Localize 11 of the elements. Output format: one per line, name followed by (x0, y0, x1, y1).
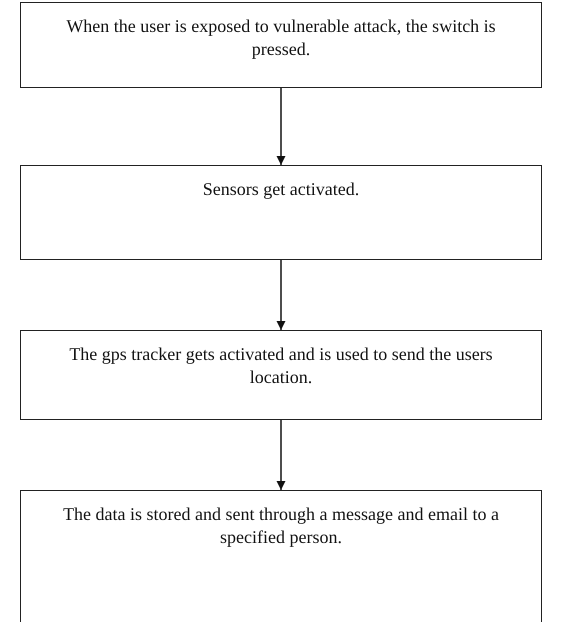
step-text: When the user is exposed to vulnerable attack, the switch is pressed. (65, 15, 497, 60)
process-box (20, 165, 542, 260)
step-text: Sensors get activated. (202, 178, 360, 200)
process-box (20, 330, 542, 420)
step-text: The data is stored and sent through a message and email to a specified person. (62, 503, 500, 548)
process-box (20, 2, 542, 88)
step-text: The gps tracker gets activated and is used to send the users location. (68, 343, 494, 388)
arrow (276, 420, 286, 490)
arrow (276, 260, 286, 330)
arrow (276, 88, 286, 165)
process-box (20, 490, 542, 622)
